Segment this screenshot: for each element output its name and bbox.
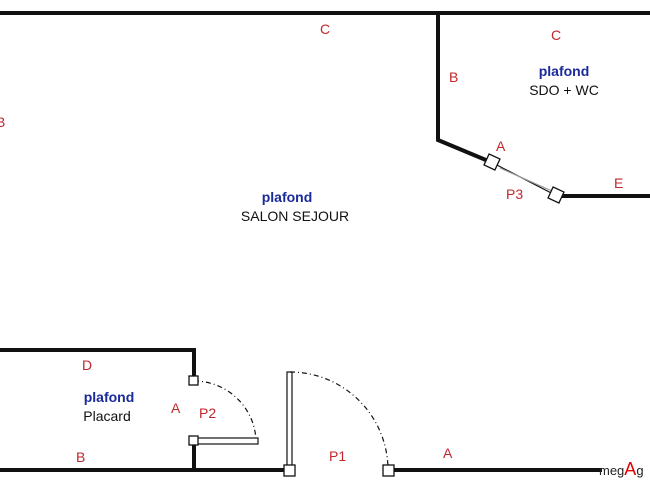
door-p3 — [483, 153, 565, 204]
wall-sdo-left — [436, 11, 496, 166]
door-p1-swing-arc — [289, 371, 389, 471]
label-door-p2: P2 — [199, 405, 216, 421]
label-door-p1: P1 — [329, 448, 346, 464]
wall-labels: C B C B A E D A B A — [0, 21, 623, 465]
label-placard-right: A — [171, 400, 181, 416]
door-labels: P1 P2 P3 — [199, 186, 523, 464]
door-p2 — [188, 375, 259, 446]
watermark-text: megAg — [599, 459, 644, 479]
label-placard-top: D — [82, 357, 92, 373]
door-p2-hinge-bottom — [188, 435, 199, 446]
label-sdo-bottom: E — [614, 175, 623, 191]
room-sdo-ceiling: plafond — [539, 63, 590, 79]
label-sdo-left: B — [449, 69, 458, 85]
label-sdo-top: C — [551, 27, 561, 43]
label-sdo-diag: A — [496, 138, 506, 154]
label-placard-bottom: B — [76, 449, 85, 465]
room-labels: plafond SALON SEJOUR plafond SDO + WC pl… — [83, 63, 599, 424]
room-placard-ceiling: plafond — [84, 389, 135, 405]
label-salon-left: B — [0, 114, 5, 130]
watermark: megAg — [599, 459, 644, 479]
room-sdo-name: SDO + WC — [529, 82, 599, 98]
door-p1-hinge-right — [382, 464, 395, 477]
door-p3-jamb — [499, 167, 553, 192]
door-p3-hinge-right — [547, 186, 565, 204]
walls — [0, 11, 650, 472]
label-bottom-right: A — [443, 445, 453, 461]
room-salon-name: SALON SEJOUR — [241, 208, 349, 224]
door-p1 — [283, 371, 395, 477]
label-salon-top: C — [320, 21, 330, 37]
door-p1-leaf — [286, 371, 293, 471]
door-p1-hinge-left — [283, 464, 296, 477]
door-p3-hinge-left — [483, 153, 501, 171]
room-salon-ceiling: plafond — [262, 189, 313, 205]
room-placard-name: Placard — [83, 408, 130, 424]
door-p2-hinge-top — [188, 375, 199, 386]
label-door-p3: P3 — [506, 186, 523, 202]
door-p2-leaf — [193, 437, 259, 445]
